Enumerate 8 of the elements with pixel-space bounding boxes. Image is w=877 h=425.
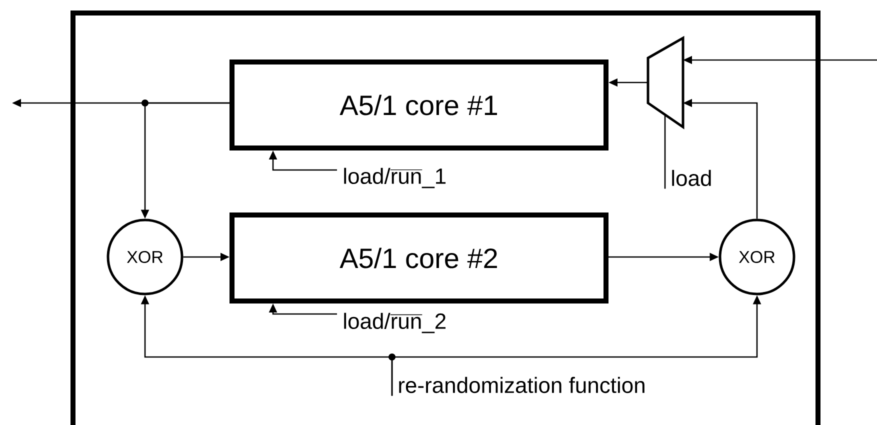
signal-label: load/run_2 [344,312,446,334]
signal-label: re-randomization function [399,376,644,394]
outer-frame [70,10,820,425]
signal-label: load [672,170,711,186]
core-box: A5/1 core #2 [230,212,608,304]
multiplexer-symbol [646,36,684,130]
core-box: A5/1 core #1 [230,60,608,150]
signal-label: load/run_1 [344,168,446,188]
